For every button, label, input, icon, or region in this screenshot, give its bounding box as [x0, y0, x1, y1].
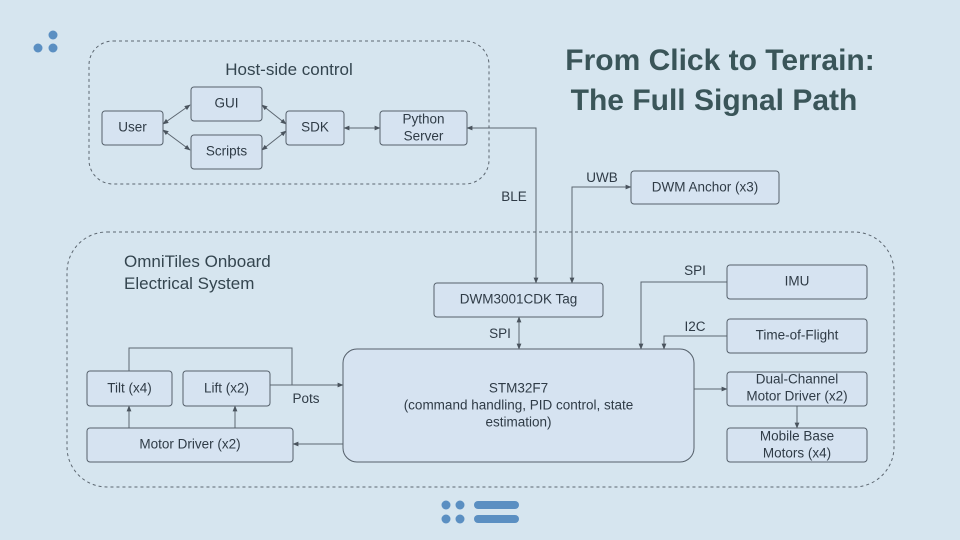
dots-icon: [33, 30, 58, 53]
edge-label-pots: Pots: [292, 391, 319, 406]
node-lift: Lift (x2): [182, 370, 271, 407]
node-stm32f7: STM32F7 (command handling, PID control, …: [342, 348, 695, 463]
onboard-group-label-line1: OmniTiles Onboard: [124, 252, 271, 271]
host-group-label: Host-side control: [225, 60, 353, 79]
node-sdk: SDK: [285, 110, 345, 146]
svg-text:User: User: [118, 120, 147, 135]
edge-label-ble: BLE: [501, 189, 527, 204]
node-dwm-anchor: DWM Anchor (x3): [630, 170, 780, 205]
edge-user-scripts: [162, 129, 191, 151]
svg-text:Motor Driver (x2): Motor Driver (x2): [746, 389, 847, 404]
svg-text:(command handling, PID control: (command handling, PID control, state: [404, 398, 634, 413]
edge-label-uwb: UWB: [586, 170, 618, 185]
svg-text:DWM Anchor (x3): DWM Anchor (x3): [652, 180, 759, 195]
node-dual-channel-driver: Dual-Channel Motor Driver (x2): [726, 371, 868, 407]
slide-footer-icon: [441, 500, 519, 524]
edge-user-gui: [162, 104, 191, 125]
svg-text:Server: Server: [404, 129, 444, 144]
edge-gui-sdk: [261, 104, 287, 125]
host-group: [88, 40, 490, 185]
node-scripts: Scripts: [190, 134, 263, 170]
svg-text:DWM3001CDK Tag: DWM3001CDK Tag: [460, 292, 578, 307]
onboard-group-label-line2: Electrical System: [124, 274, 254, 293]
svg-text:Motors (x4): Motors (x4): [763, 446, 831, 461]
edges: [126, 104, 800, 447]
node-mobile-base-motors: Mobile Base Motors (x4): [726, 427, 868, 463]
edge-scripts-sdk: [261, 130, 287, 151]
svg-text:Time-of-Flight: Time-of-Flight: [756, 328, 839, 343]
svg-text:estimation): estimation): [485, 415, 551, 430]
node-tilt: Tilt (x4): [86, 370, 173, 407]
svg-text:IMU: IMU: [785, 274, 810, 289]
edge-label-spi-tag: SPI: [489, 326, 511, 341]
node-time-of-flight: Time-of-Flight: [726, 318, 868, 354]
slide-title-line2: The Full Signal Path: [571, 84, 858, 117]
svg-text:Lift (x2): Lift (x2): [204, 381, 249, 396]
node-dwm-tag: DWM3001CDK Tag: [433, 282, 604, 318]
svg-text:Dual-Channel: Dual-Channel: [756, 372, 839, 387]
edge-server-tag-ble: [466, 125, 539, 284]
edge-anchor-tag-uwb: [569, 184, 632, 284]
node-gui: GUI: [190, 86, 263, 122]
svg-text:GUI: GUI: [214, 96, 238, 111]
edge-tof-stm-i2c: [661, 335, 727, 350]
edge-label-spi-imu: SPI: [684, 263, 706, 278]
edge-label-i2c: I2C: [684, 319, 705, 334]
node-python-server: Python Server: [379, 110, 468, 146]
node-user: User: [101, 110, 164, 146]
svg-text:SDK: SDK: [301, 120, 329, 135]
node-motor-driver: Motor Driver (x2): [86, 427, 294, 463]
svg-text:Tilt (x4): Tilt (x4): [107, 381, 152, 396]
svg-text:Mobile Base: Mobile Base: [760, 429, 834, 444]
slide-title-line1: From Click to Terrain:: [565, 44, 875, 77]
svg-text:Motor Driver (x2): Motor Driver (x2): [139, 437, 240, 452]
node-imu: IMU: [726, 264, 868, 300]
svg-text:Scripts: Scripts: [206, 144, 248, 159]
edge-tilt-pots: [128, 347, 344, 388]
edge-imu-stm-spi: [638, 281, 727, 350]
svg-text:STM32F7: STM32F7: [489, 381, 548, 396]
svg-text:Python: Python: [402, 112, 444, 127]
